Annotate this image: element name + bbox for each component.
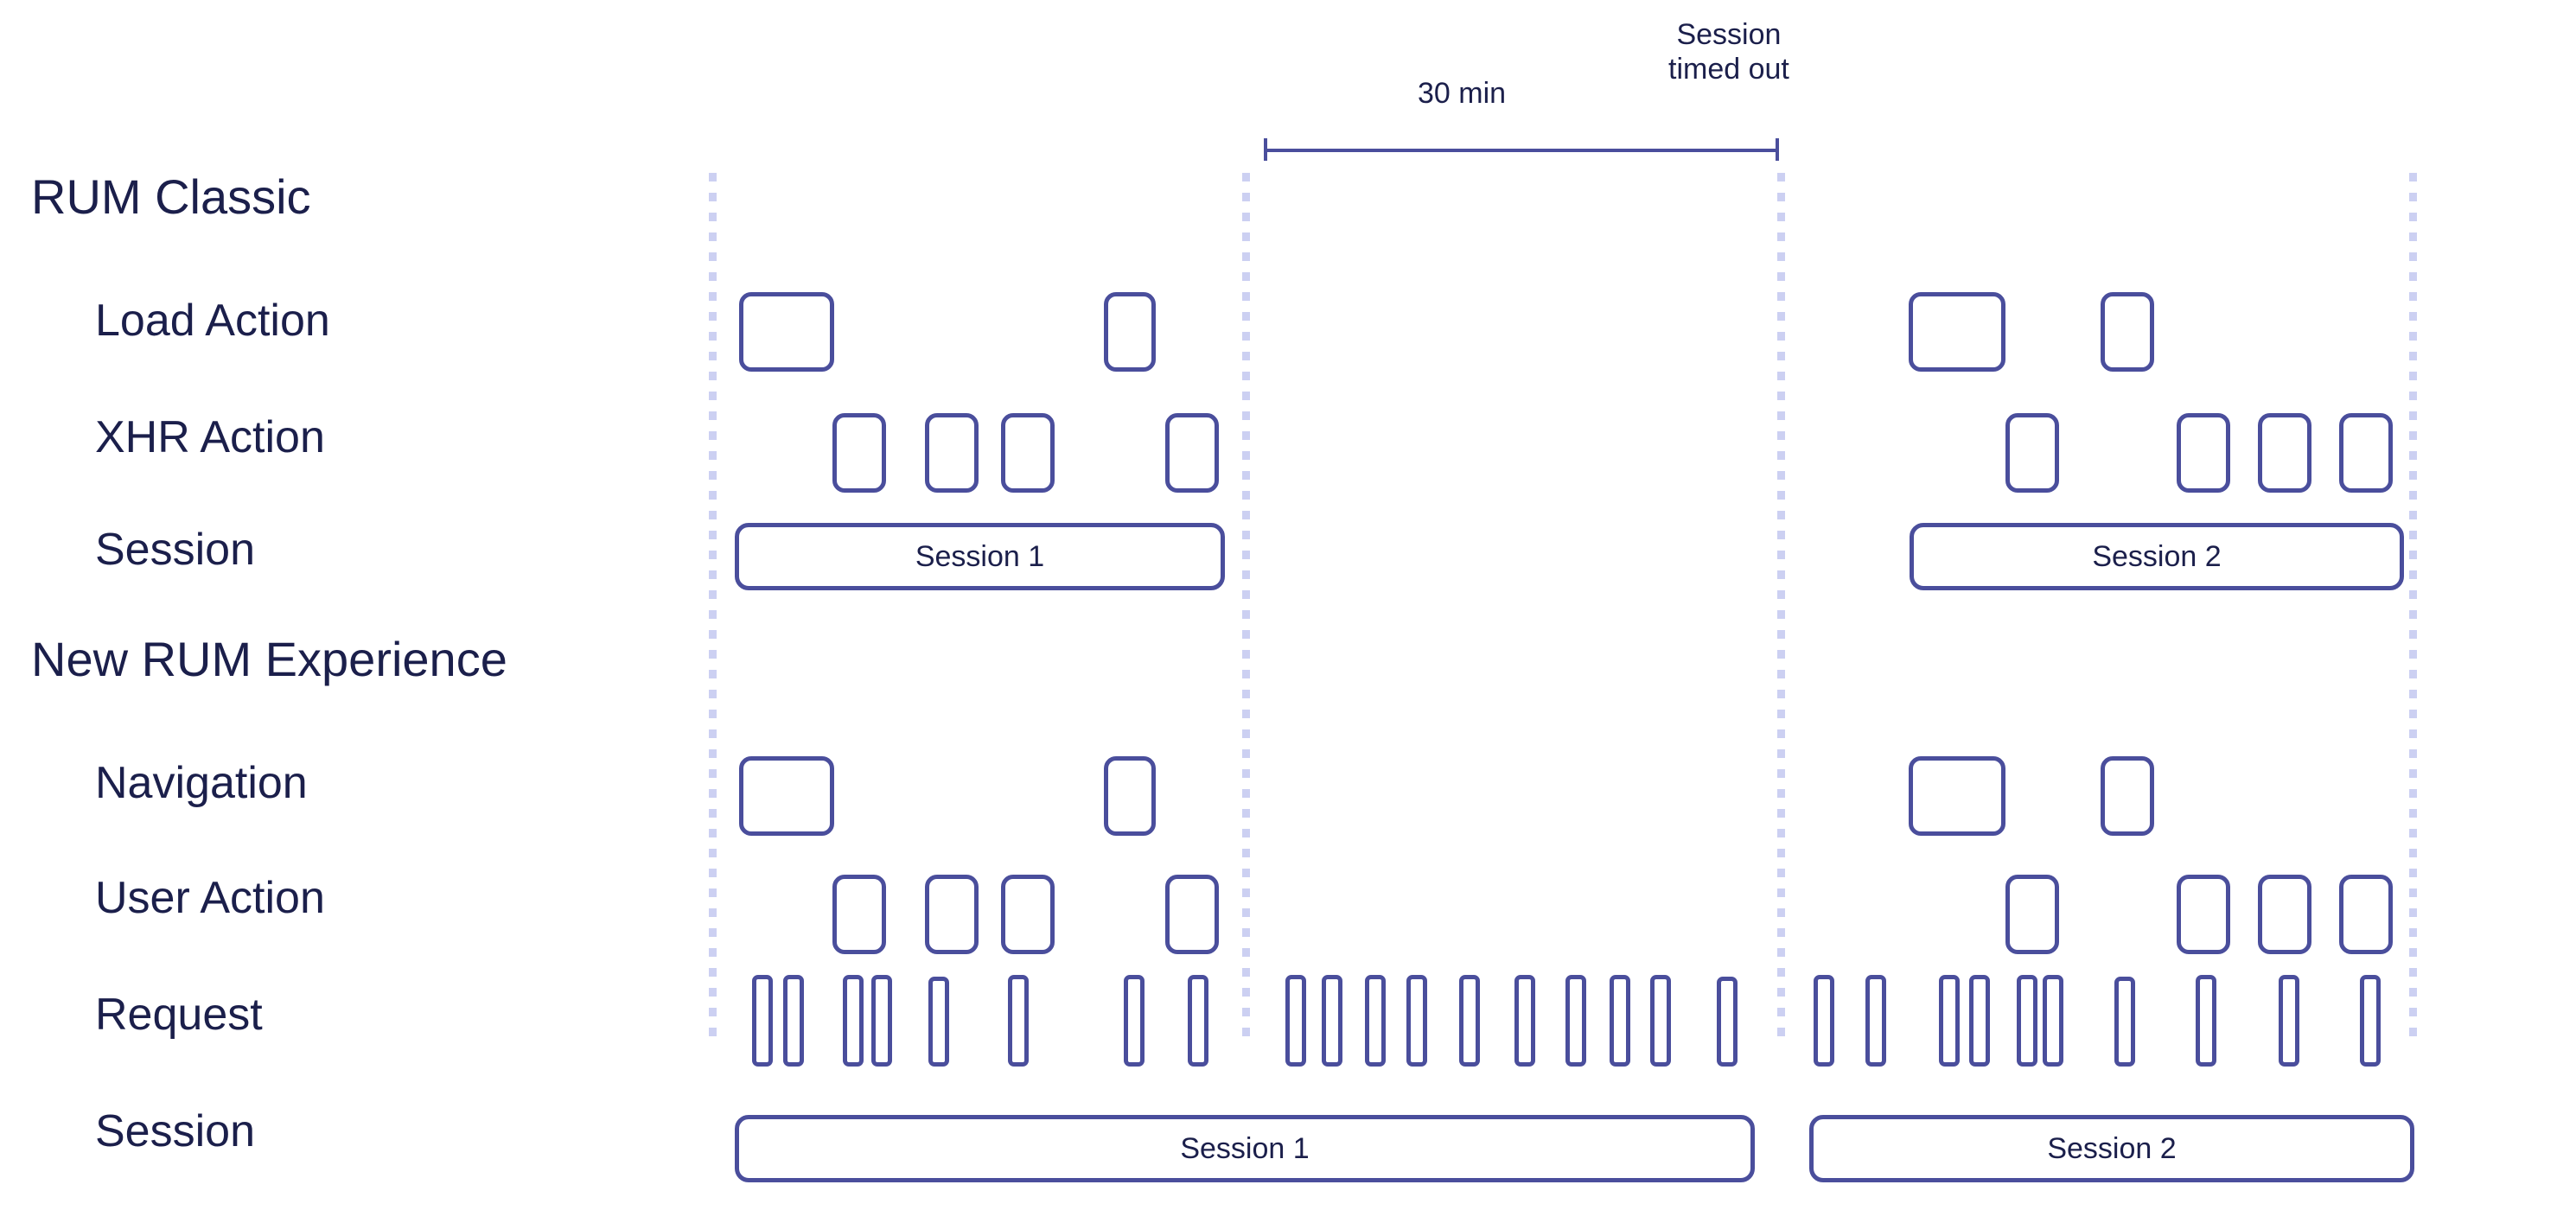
xhr-action-box-6 (2177, 413, 2230, 493)
duration-measure-tick-left (1264, 138, 1267, 161)
row-label-xhr-action-2: XHR Action (95, 412, 325, 462)
row-label-user-action-5: User Action (95, 873, 325, 923)
request-box-14 (1514, 975, 1535, 1067)
navigation-box-4 (2101, 756, 2154, 836)
xhr-action-box-4 (1165, 413, 1219, 493)
session-boundary-line-2 (1242, 173, 1250, 1046)
session-timed-out-label-line2: timed out (1668, 53, 1789, 86)
load-action-box-4 (2101, 292, 2154, 372)
row-label-navigation-4: Navigation (95, 758, 308, 808)
session-bar-label-3: Session 1 (1180, 1132, 1310, 1165)
session-bar-label-4: Session 2 (2047, 1132, 2177, 1165)
session-timed-out-label-line1: Session (1676, 18, 1782, 51)
load-action-box-2 (1104, 292, 1156, 372)
user-action-box-6 (2177, 875, 2230, 954)
request-box-4 (871, 975, 892, 1067)
session-timed-out-label: Session timed out (1668, 17, 1789, 86)
session-bar-label-2: Session 2 (2092, 540, 2222, 573)
duration-measure-tick-right (1776, 138, 1779, 161)
request-box-1 (752, 975, 773, 1067)
request-box-18 (1717, 977, 1738, 1067)
request-box-8 (1188, 975, 1208, 1067)
request-box-23 (2017, 975, 2037, 1067)
request-box-19 (1814, 975, 1834, 1067)
load-action-box-1 (739, 292, 834, 372)
xhr-action-box-3 (1001, 413, 1055, 493)
request-box-15 (1565, 975, 1586, 1067)
session-bar-label-1: Session 1 (915, 540, 1045, 573)
navigation-box-2 (1104, 756, 1156, 836)
session-bar-3: Session 1 (735, 1115, 1755, 1182)
request-box-27 (2279, 975, 2299, 1067)
request-box-7 (1124, 975, 1145, 1067)
session-bar-2: Session 2 (1910, 523, 2404, 590)
user-action-box-5 (2005, 875, 2059, 954)
duration-measure-line (1264, 149, 1779, 152)
xhr-action-box-5 (2005, 413, 2059, 493)
navigation-box-1 (739, 756, 834, 836)
duration-label: 30 min (1418, 77, 1507, 110)
group-heading-2: New RUM Experience (31, 632, 507, 686)
request-box-17 (1650, 975, 1671, 1067)
request-box-25 (2114, 977, 2135, 1067)
request-box-12 (1406, 975, 1427, 1067)
session-bar-1: Session 1 (735, 523, 1225, 590)
user-action-box-2 (925, 875, 979, 954)
session-boundary-line-1 (709, 173, 717, 1046)
xhr-action-box-7 (2258, 413, 2311, 493)
load-action-box-3 (1909, 292, 2005, 372)
xhr-action-box-2 (925, 413, 979, 493)
user-action-box-7 (2258, 875, 2311, 954)
xhr-action-box-8 (2339, 413, 2393, 493)
session-boundary-line-4 (2409, 173, 2417, 1046)
navigation-box-3 (1909, 756, 2005, 836)
request-box-20 (1865, 975, 1886, 1067)
request-box-11 (1365, 975, 1386, 1067)
request-box-13 (1459, 975, 1480, 1067)
row-label-session-3: Session (95, 525, 255, 575)
request-box-28 (2360, 975, 2381, 1067)
request-box-2 (783, 975, 804, 1067)
session-boundary-line-3 (1777, 173, 1785, 1046)
xhr-action-box-1 (832, 413, 886, 493)
session-bar-4: Session 2 (1809, 1115, 2414, 1182)
request-box-16 (1610, 975, 1630, 1067)
request-box-6 (1008, 975, 1029, 1067)
request-box-9 (1285, 975, 1306, 1067)
request-box-10 (1322, 975, 1342, 1067)
request-box-26 (2196, 975, 2216, 1067)
user-action-box-8 (2339, 875, 2393, 954)
request-box-21 (1939, 975, 1960, 1067)
user-action-box-1 (832, 875, 886, 954)
request-box-24 (2043, 975, 2063, 1067)
row-label-load-action-1: Load Action (95, 296, 330, 346)
user-action-box-3 (1001, 875, 1055, 954)
request-box-22 (1969, 975, 1990, 1067)
row-label-request-6: Request (95, 990, 263, 1040)
request-box-5 (928, 977, 949, 1067)
user-action-box-4 (1165, 875, 1219, 954)
group-heading-1: RUM Classic (31, 169, 311, 224)
request-box-3 (843, 975, 864, 1067)
row-label-session-7: Session (95, 1106, 255, 1156)
